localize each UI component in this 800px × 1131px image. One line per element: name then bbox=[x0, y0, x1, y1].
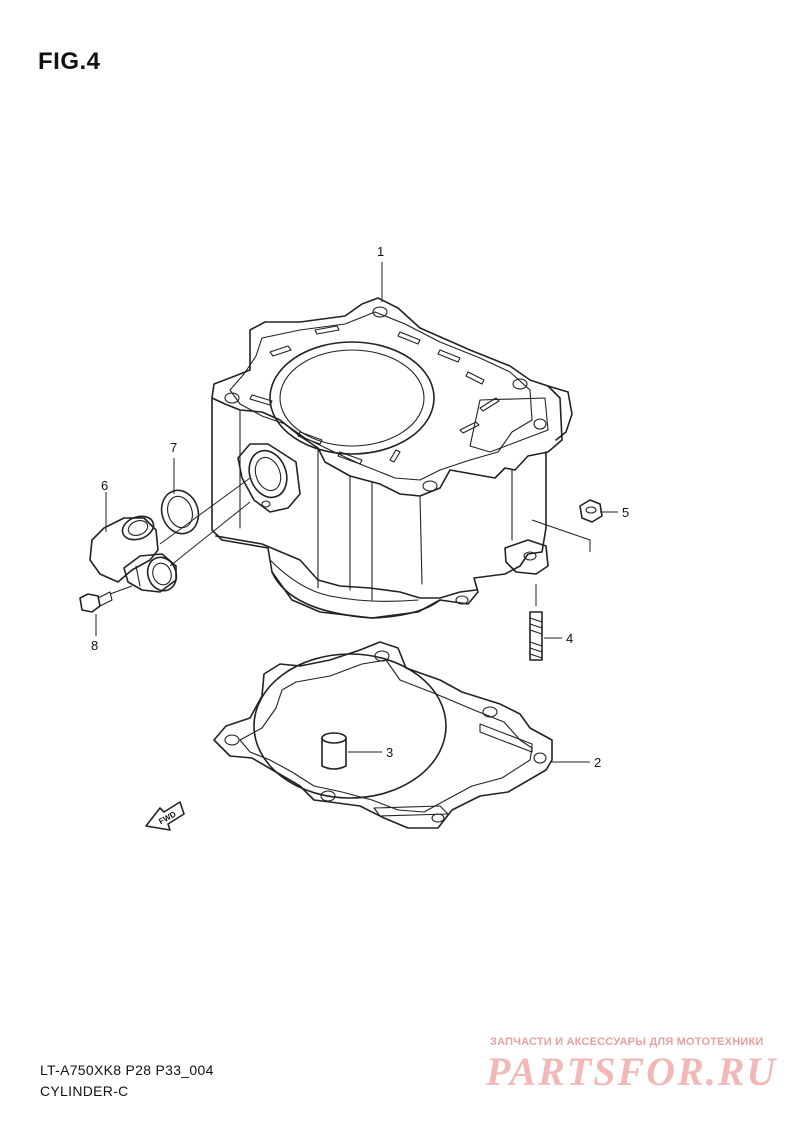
callout-numbers: 1 2 3 4 5 6 7 8 bbox=[91, 244, 629, 770]
callout-8: 8 bbox=[91, 638, 98, 653]
leader-lines bbox=[95, 262, 618, 763]
watermark-logo: PARTSFOR.RU bbox=[486, 1049, 778, 1094]
callout-7: 7 bbox=[170, 440, 177, 455]
stud-bolt[interactable] bbox=[529, 611, 543, 661]
cylinder-base-gasket[interactable] bbox=[213, 641, 553, 829]
callout-3: 3 bbox=[386, 745, 393, 760]
dowel-pin[interactable] bbox=[321, 732, 347, 770]
callout-1: 1 bbox=[377, 244, 384, 259]
callout-5: 5 bbox=[622, 505, 629, 520]
forward-direction-arrow: FWD bbox=[145, 801, 185, 831]
diagram-code: LT-A750XK8 P28 P33_004 bbox=[40, 1062, 214, 1078]
o-ring[interactable] bbox=[156, 486, 204, 539]
callout-4: 4 bbox=[566, 631, 573, 646]
figure-title: FIG.4 bbox=[38, 48, 101, 75]
watermark-caption: ЗАПЧАСТИ И АКСЕССУАРЫ ДЛЯ МОТОТЕХНИКИ bbox=[490, 1036, 764, 1048]
callout-6: 6 bbox=[101, 478, 108, 493]
inlet-pipe-bolt[interactable] bbox=[79, 591, 113, 613]
flange-nut[interactable] bbox=[579, 499, 603, 523]
water-inlet-pipe[interactable] bbox=[89, 512, 181, 595]
diagram-name: CYLINDER-C bbox=[40, 1083, 129, 1099]
cylinder-block[interactable] bbox=[211, 297, 573, 619]
callout-2: 2 bbox=[594, 755, 601, 770]
